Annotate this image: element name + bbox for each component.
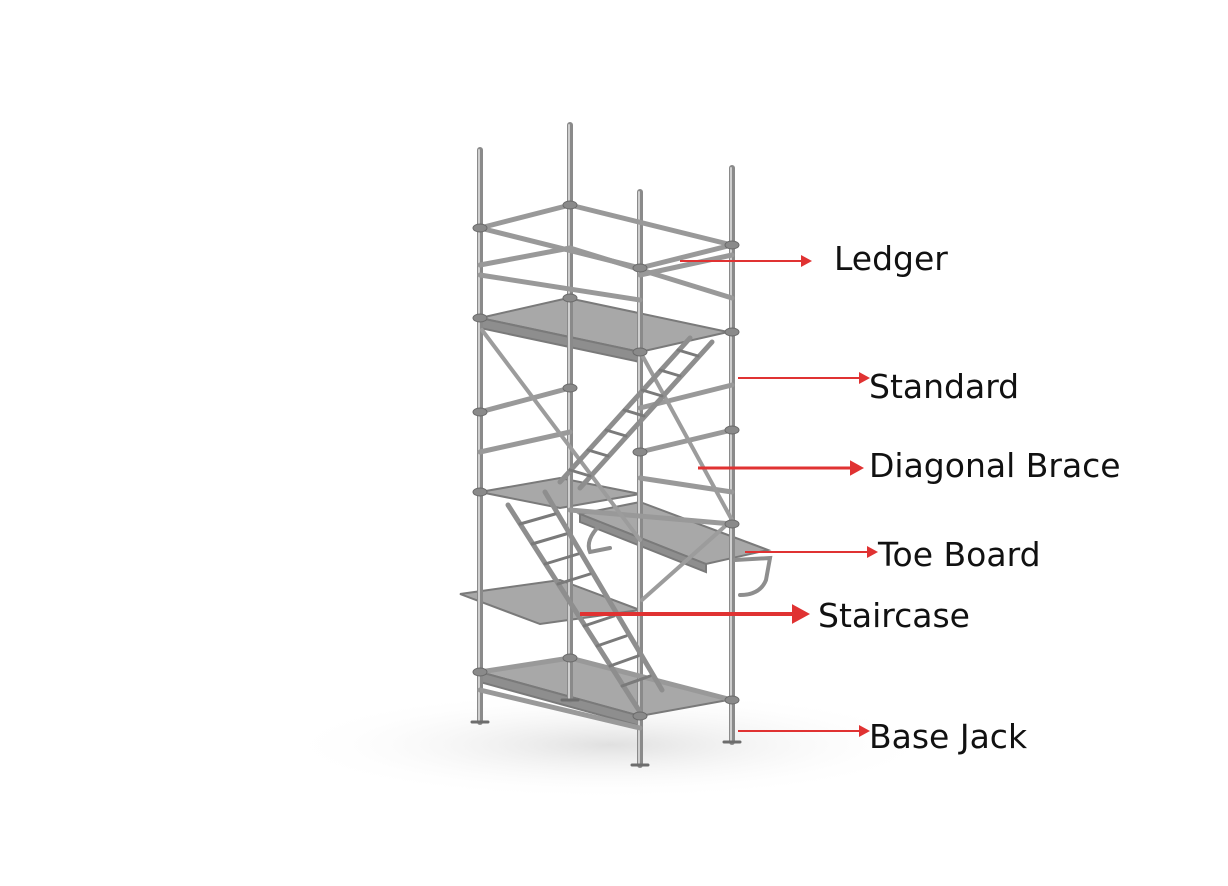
ledger <box>477 429 573 455</box>
rosette <box>472 487 488 497</box>
rosette <box>724 519 740 529</box>
lower-stair-treads <box>518 512 652 688</box>
rosette <box>632 711 648 721</box>
rosette <box>632 347 648 357</box>
label-staircase: Staircase <box>818 596 970 635</box>
stair-tread <box>530 532 568 546</box>
ledger <box>477 245 573 268</box>
arrow-toe-board <box>745 545 878 559</box>
rosette <box>562 383 578 393</box>
stair-tread <box>543 552 580 566</box>
stair-tread <box>586 448 610 458</box>
arrow-diagonal-brace <box>698 460 864 476</box>
stair-tread <box>556 572 592 586</box>
label-toe-board: Toe Board <box>877 535 1041 574</box>
rosette <box>724 240 740 250</box>
stair-stringer <box>505 502 643 715</box>
diagonal-brace <box>640 353 734 522</box>
scaffold-tower <box>459 122 773 768</box>
arrow-standard-head <box>859 371 870 385</box>
stair-tread <box>604 428 628 438</box>
rosette <box>724 425 740 435</box>
arrow-standard <box>738 371 870 385</box>
diagonal-brace <box>640 518 734 602</box>
arrow-toe-board-head <box>867 545 878 559</box>
toe-board-bracket-arm <box>733 555 773 597</box>
stair-tread <box>676 348 700 358</box>
stair-tread <box>640 388 664 398</box>
stair-stringer <box>542 489 665 693</box>
arrow-ledger-head <box>801 254 812 268</box>
ledger <box>637 427 735 455</box>
stair-tread <box>608 654 640 668</box>
rosette <box>724 695 740 705</box>
toe-board-bracket-arm-left <box>586 523 612 555</box>
diagonal-brace <box>480 328 642 542</box>
ledger <box>477 687 643 731</box>
lower-staircase <box>505 489 665 715</box>
toe-board-bracket <box>586 523 773 597</box>
arrow-diagonal-brace-head <box>850 460 864 476</box>
ledgers <box>477 202 735 731</box>
rosette <box>562 653 578 663</box>
ledger <box>477 272 643 303</box>
rosette <box>562 293 578 303</box>
base-jacks <box>470 698 742 767</box>
ledger <box>637 475 735 495</box>
label-diagonal-brace: Diagonal Brace <box>869 446 1121 485</box>
stair-tread <box>595 634 628 648</box>
arrow-base-jack-head <box>859 724 870 738</box>
arrow-staircase <box>580 604 810 624</box>
stair-tread <box>518 512 557 526</box>
rosette <box>632 263 648 273</box>
ledger <box>477 385 573 415</box>
stair-tread <box>582 614 616 628</box>
rosette <box>562 200 578 210</box>
ledger <box>637 252 735 278</box>
ledger <box>637 242 735 271</box>
ground-shadow <box>280 690 940 800</box>
diagonal-braces <box>480 328 734 602</box>
stair-tread <box>622 408 646 418</box>
callout-arrows <box>580 254 878 738</box>
arrow-base-jack <box>738 724 870 738</box>
label-standard: Standard <box>869 367 1019 406</box>
label-ledger: Ledger <box>834 239 948 278</box>
ledger <box>477 655 573 675</box>
rosette <box>724 327 740 337</box>
upper-stair-treads <box>568 348 700 478</box>
rosette <box>472 667 488 677</box>
ledger <box>477 202 573 231</box>
rosette <box>472 223 488 233</box>
rosette <box>472 407 488 417</box>
stair-tread <box>620 674 652 688</box>
label-base-jack: Base Jack <box>869 717 1028 756</box>
ledger <box>567 655 735 703</box>
ledger <box>567 507 735 527</box>
ledger <box>567 202 735 248</box>
rosette <box>472 313 488 323</box>
stair-tread <box>658 368 682 378</box>
stair-tread <box>568 468 592 478</box>
arrow-ledger <box>680 254 812 268</box>
stair-stringer <box>577 339 715 491</box>
rosettes <box>472 200 740 721</box>
rosette <box>632 447 648 457</box>
arrow-staircase-head <box>792 604 810 624</box>
